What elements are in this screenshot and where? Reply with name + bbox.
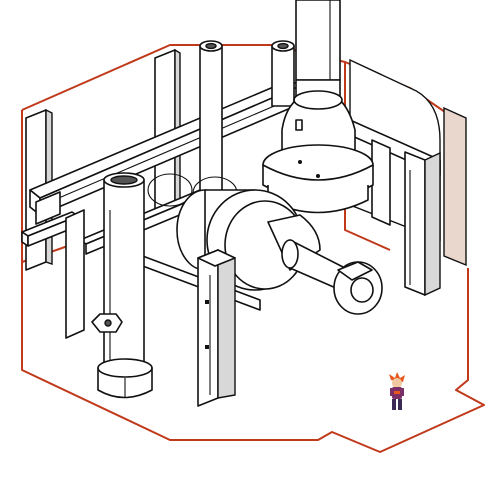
- player-head: [392, 378, 402, 388]
- back-pipes: [199, 40, 295, 237]
- right-frame: [349, 119, 441, 297]
- main-column: [262, 0, 374, 214]
- central-machine: [176, 189, 383, 315]
- player-boots: [392, 399, 396, 410]
- player-hair: [389, 372, 405, 382]
- player-sprite[interactable]: [389, 372, 405, 410]
- front-pipe: [91, 172, 153, 399]
- middle-strut: [197, 248, 236, 407]
